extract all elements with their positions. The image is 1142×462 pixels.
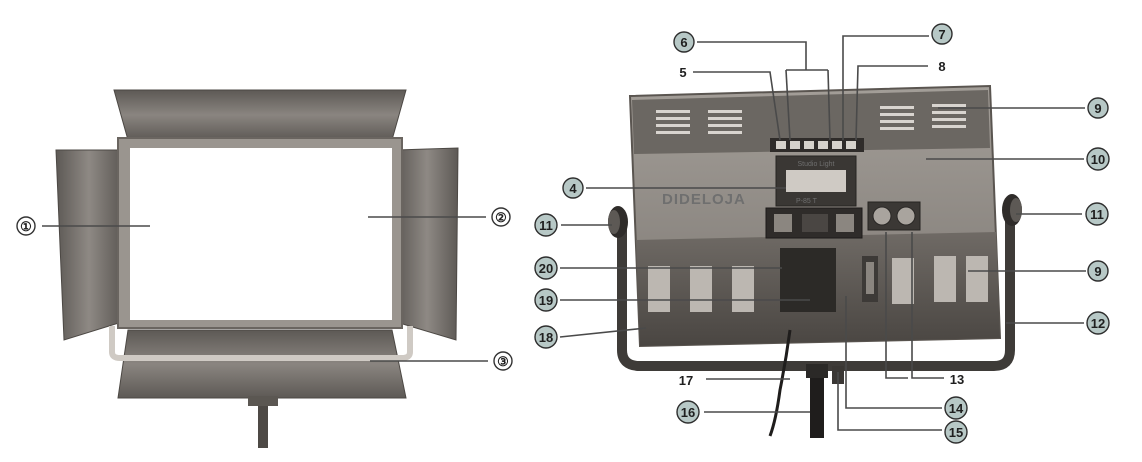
callout-7: 7 xyxy=(931,23,953,45)
callout-20: 20 xyxy=(534,256,558,280)
svg-text:17: 17 xyxy=(679,373,693,388)
callout-19: 19 xyxy=(534,288,558,312)
callout-3: ③ xyxy=(493,351,513,371)
callout-9-lower: 9 xyxy=(1087,260,1109,282)
callout-10: 10 xyxy=(1086,147,1110,171)
svg-text:14: 14 xyxy=(949,401,964,416)
callout-6: 6 xyxy=(673,31,695,53)
callout-11-left: 11 xyxy=(534,213,558,237)
callout-18: 18 xyxy=(534,325,558,349)
left-barn-door xyxy=(55,149,123,341)
callout-11-right: 11 xyxy=(1085,202,1109,226)
svg-text:9: 9 xyxy=(1094,264,1101,279)
svg-text:10: 10 xyxy=(1091,152,1105,167)
callout-5: 5 xyxy=(679,65,686,80)
svg-text:12: 12 xyxy=(1091,316,1105,331)
bottom-barn-door xyxy=(117,329,407,399)
brand-label: DIDELOJA xyxy=(662,191,746,208)
control-buttons xyxy=(770,138,864,152)
callout-1: ① xyxy=(16,216,36,236)
svg-text:16: 16 xyxy=(681,405,695,420)
svg-text:13: 13 xyxy=(950,372,964,387)
left-lock-knob xyxy=(608,206,628,238)
svg-text:Studio Light: Studio Light xyxy=(798,161,835,168)
front-yoke xyxy=(109,326,413,361)
callout-8: 8 xyxy=(938,59,945,74)
svg-text:5: 5 xyxy=(679,65,686,80)
svg-text:7: 7 xyxy=(938,27,945,42)
svg-text:15: 15 xyxy=(949,425,963,440)
callout-14: 14 xyxy=(944,396,968,420)
rear-view: Studio Light P-85 T DIDELOJA xyxy=(534,23,1110,444)
svg-text:③: ③ xyxy=(497,354,509,369)
callout-16: 16 xyxy=(676,400,700,424)
svg-text:6: 6 xyxy=(680,35,687,50)
front-stand-mount xyxy=(248,396,278,406)
svg-text:20: 20 xyxy=(539,261,553,276)
power-sockets xyxy=(867,201,921,231)
display-module: Studio Light P-85 T xyxy=(775,155,857,207)
svg-text:11: 11 xyxy=(539,218,553,233)
battery-slot xyxy=(780,248,878,312)
svg-text:9: 9 xyxy=(1094,101,1101,116)
svg-text:18: 18 xyxy=(539,330,553,345)
svg-text:19: 19 xyxy=(539,293,553,308)
callout-17: 17 xyxy=(679,373,693,388)
rear-leaders xyxy=(559,35,1086,431)
callout-15: 15 xyxy=(944,420,968,444)
svg-text:8: 8 xyxy=(938,59,945,74)
front-view: ① ② ③ xyxy=(16,89,513,448)
svg-text:11: 11 xyxy=(1090,207,1104,222)
svg-text:P-85 T: P-85 T xyxy=(796,198,818,205)
top-vents xyxy=(656,104,966,134)
top-barn-door xyxy=(113,89,407,141)
right-barn-door xyxy=(395,147,459,341)
svg-text:4: 4 xyxy=(569,181,577,196)
rear-stand xyxy=(768,329,844,438)
dimmer-knobs xyxy=(765,207,863,239)
light-panel xyxy=(130,148,392,320)
callout-13: 13 xyxy=(950,372,964,387)
callout-12: 12 xyxy=(1086,311,1110,335)
svg-text:②: ② xyxy=(495,210,507,225)
callout-2: ② xyxy=(491,207,511,227)
callout-9-top: 9 xyxy=(1087,97,1109,119)
front-stand-pole xyxy=(258,396,268,448)
callout-4: 4 xyxy=(562,177,584,199)
right-lock-knob xyxy=(1002,194,1022,226)
svg-text:①: ① xyxy=(20,219,32,234)
